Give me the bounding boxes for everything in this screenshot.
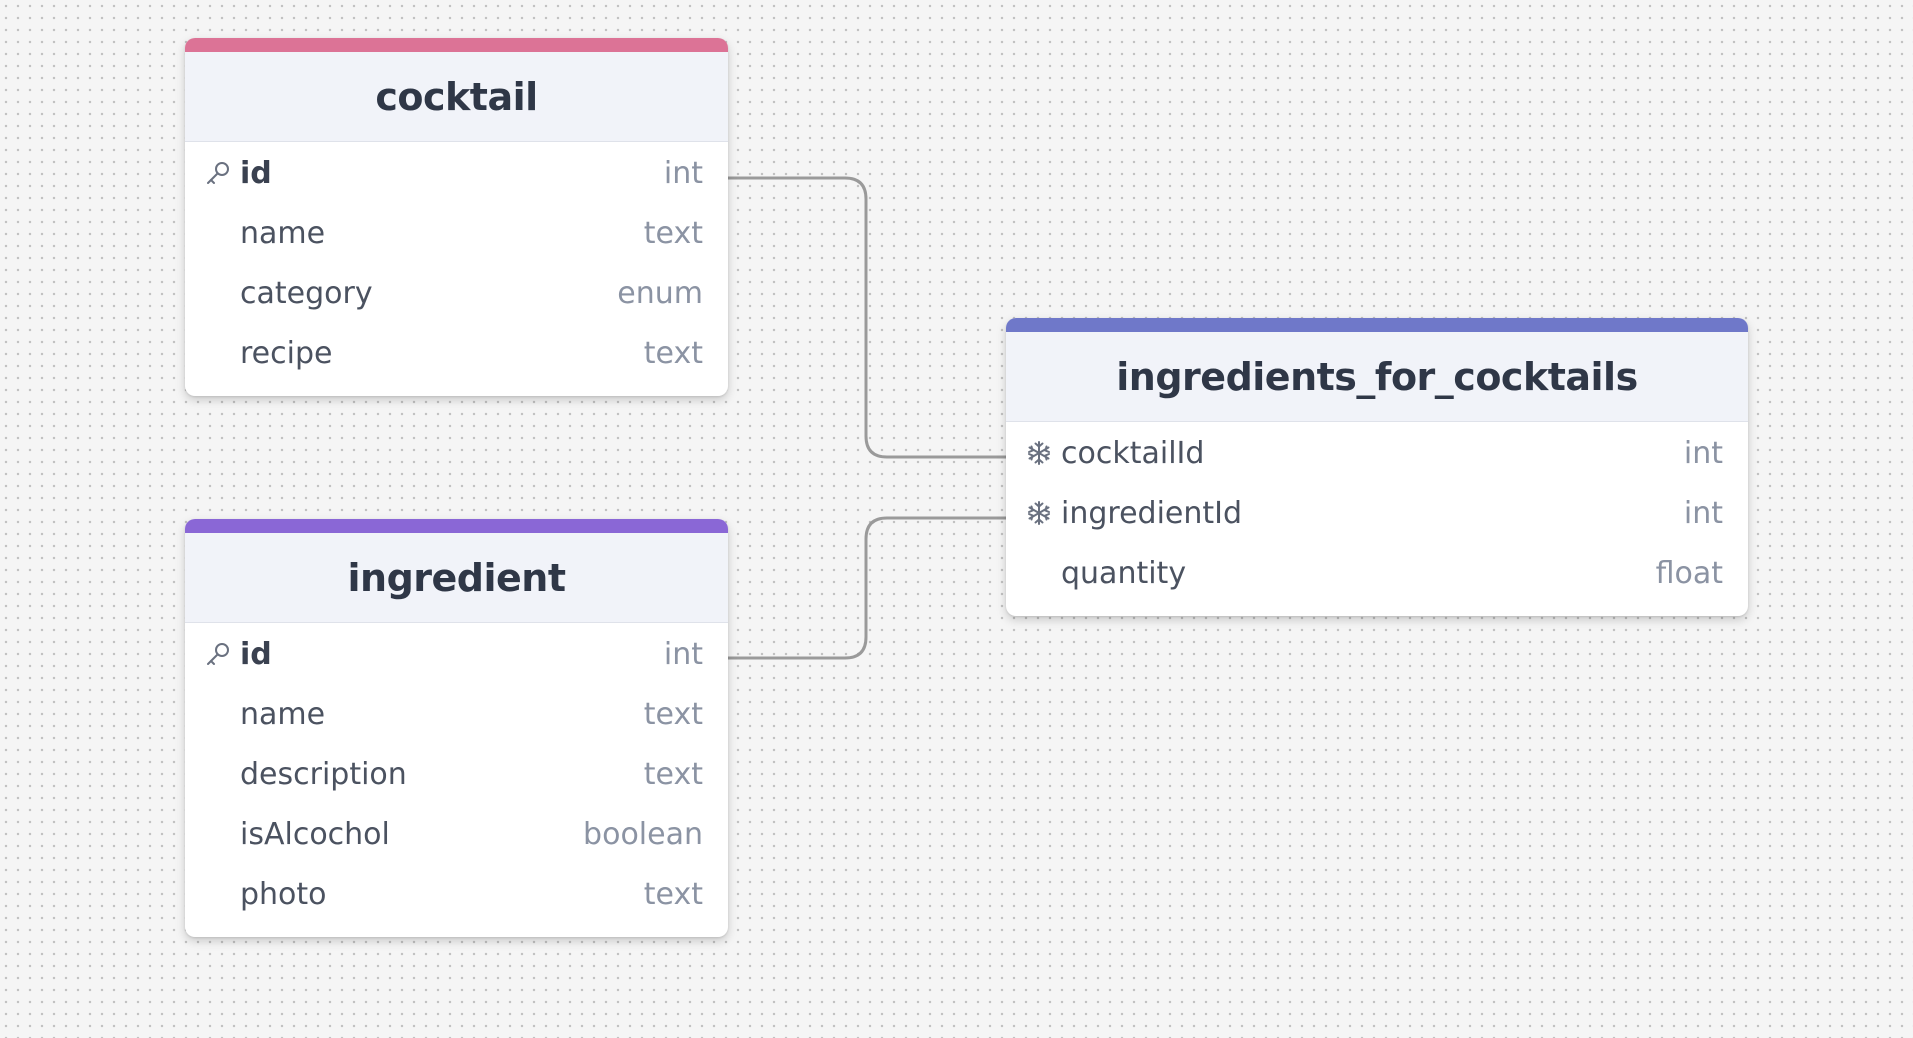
field-row-isalcochol[interactable]: isAlcochol boolean [185, 804, 728, 864]
field-type: text [643, 756, 703, 792]
key-icon [205, 160, 231, 186]
field-row-name[interactable]: name text [185, 684, 728, 744]
table-title: cocktail [375, 74, 538, 119]
field-row-id[interactable]: id int [185, 143, 728, 203]
table-ingredients-for-cocktails[interactable]: ingredients_for_cocktails [1006, 318, 1748, 616]
field-row-name[interactable]: name text [185, 203, 728, 263]
field-type: int [663, 636, 703, 672]
field-type: text [643, 335, 703, 371]
snowflake-icon [1026, 440, 1052, 466]
relationship-line-ingredient-id[interactable] [728, 516, 1006, 660]
table-title: ingredients_for_cocktails [1116, 354, 1638, 399]
field-name: category [240, 275, 373, 311]
field-type: text [643, 215, 703, 251]
table-header[interactable]: ingredients_for_cocktails [1006, 332, 1748, 422]
field-row-cocktailid[interactable]: cocktailId int [1006, 423, 1748, 483]
field-name: recipe [240, 335, 333, 371]
field-name: photo [240, 876, 327, 912]
field-type: int [663, 155, 703, 191]
table-header[interactable]: cocktail [185, 52, 728, 142]
key-icon [205, 641, 231, 667]
field-type: int [1683, 435, 1723, 471]
field-row-category[interactable]: category enum [185, 263, 728, 323]
field-name: ingredientId [1061, 495, 1243, 531]
field-type: text [643, 696, 703, 732]
field-name: quantity [1061, 555, 1187, 591]
table-accent-bar [1006, 318, 1748, 332]
table-accent-bar [185, 38, 728, 52]
field-name: name [240, 696, 326, 732]
field-name: name [240, 215, 326, 251]
snowflake-icon [1026, 500, 1052, 526]
table-cocktail[interactable]: cocktail id int name text category [185, 38, 728, 396]
relationship-line-cocktail-id[interactable] [728, 176, 1006, 459]
field-name: isAlcochol [240, 816, 390, 852]
field-row-id[interactable]: id int [185, 624, 728, 684]
table-ingredient[interactable]: ingredient id int name text descript [185, 519, 728, 937]
field-row-ingredientid[interactable]: ingredientId int [1006, 483, 1748, 543]
field-name: description [240, 756, 407, 792]
field-type: int [1683, 495, 1723, 531]
table-header[interactable]: ingredient [185, 533, 728, 623]
field-type: text [643, 876, 703, 912]
field-row-quantity[interactable]: quantity float [1006, 543, 1748, 603]
field-type: enum [617, 275, 703, 311]
field-type: boolean [583, 816, 703, 852]
field-name: id [240, 636, 272, 672]
field-name: cocktailId [1061, 435, 1205, 471]
field-row-recipe[interactable]: recipe text [185, 323, 728, 383]
table-title: ingredient [347, 555, 566, 600]
table-accent-bar [185, 519, 728, 533]
field-row-photo[interactable]: photo text [185, 864, 728, 924]
field-name: id [240, 155, 272, 191]
field-row-description[interactable]: description text [185, 744, 728, 804]
field-type: float [1655, 555, 1723, 591]
